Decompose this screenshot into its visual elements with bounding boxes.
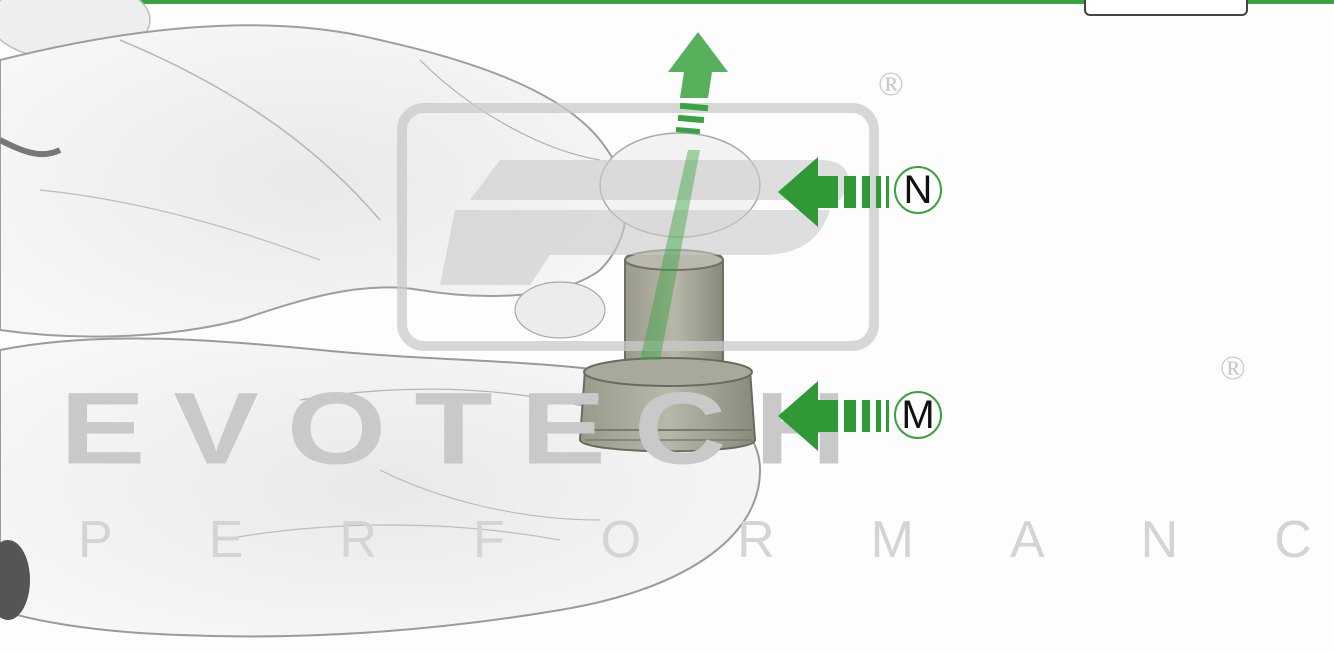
- marker-m-label: M: [901, 393, 934, 438]
- arrow-up-icon: [668, 32, 728, 134]
- marker-n: N: [894, 166, 942, 214]
- marker-n-label: N: [904, 168, 933, 213]
- arrow-left-icon-n: [778, 157, 889, 227]
- marker-m: M: [894, 391, 942, 439]
- arrow-left-icon-m: [778, 381, 889, 451]
- pull-shaft: [640, 150, 700, 360]
